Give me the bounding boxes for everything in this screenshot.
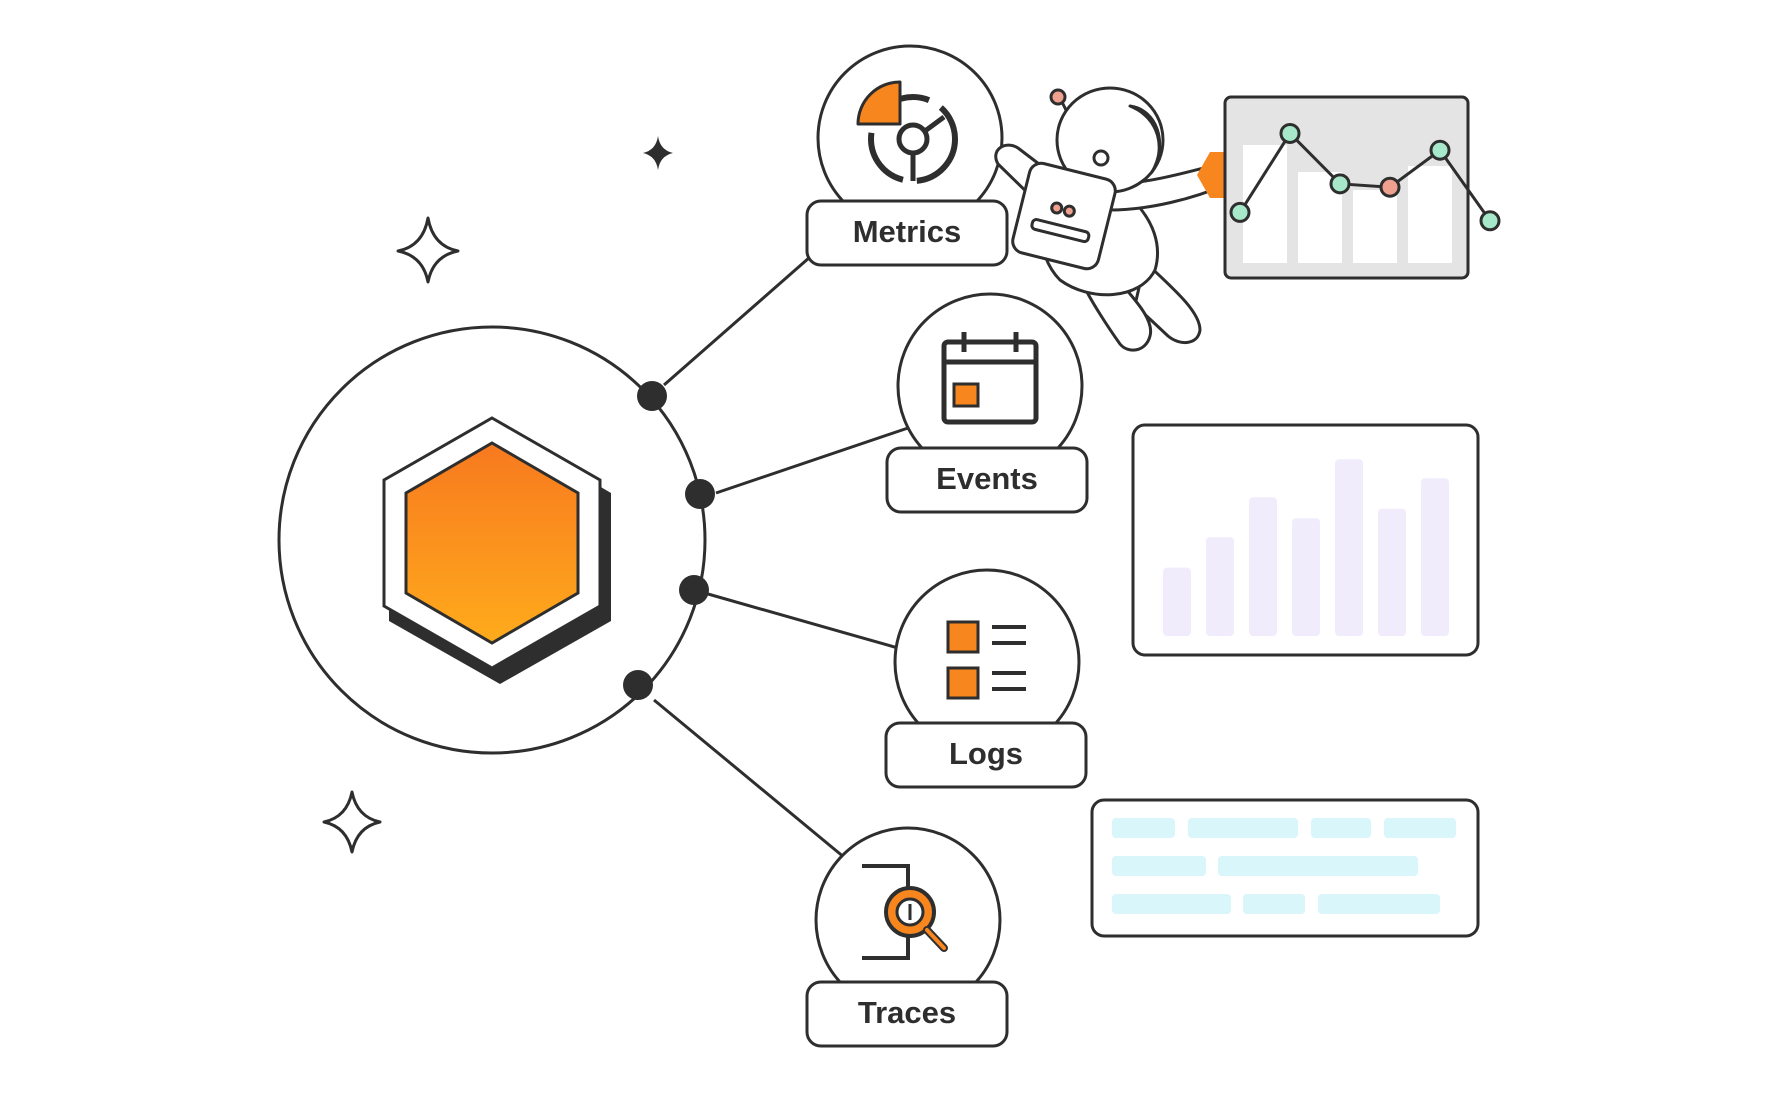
- gauge-chart-icon: [856, 80, 958, 184]
- bar-chart-bar: [1206, 537, 1234, 636]
- traces-pill: [805, 980, 1009, 1048]
- line-point: [1279, 122, 1301, 144]
- astronaut-leg: [1133, 260, 1202, 344]
- log-stripe: [1218, 856, 1418, 876]
- events-label: Events: [936, 461, 1038, 496]
- log-stripes: [1112, 818, 1456, 914]
- metrics-pill: [805, 199, 1009, 267]
- logs-pill: [884, 721, 1088, 789]
- log-stripe: [1318, 894, 1440, 914]
- chest-pack-details: [1030, 201, 1091, 244]
- bar-chart-bar: [1249, 497, 1277, 636]
- calendar-icon: [941, 332, 1039, 425]
- line-point: [1429, 139, 1451, 161]
- log-stripe: [1311, 818, 1371, 838]
- sparkle-icon: [643, 136, 673, 170]
- node-logs: Logs: [884, 568, 1088, 789]
- log-stripe: [1112, 818, 1175, 838]
- bar-chart-bar: [1163, 567, 1191, 636]
- astronaut-illustration: [994, 86, 1249, 352]
- node-traces: Traces: [805, 826, 1009, 1048]
- connector-lines: [653, 248, 909, 860]
- astronaut-chest-pack: [1011, 161, 1117, 271]
- connector-events: [715, 426, 909, 495]
- hexagon-icon: [404, 441, 580, 645]
- dot-events: [685, 479, 715, 509]
- hub: [277, 325, 707, 755]
- line-points: [1229, 122, 1501, 232]
- dot-metrics: [637, 381, 667, 411]
- antenna-tip: [1049, 88, 1067, 106]
- node-events: Events: [885, 292, 1089, 514]
- bar-chart-bars: [1163, 459, 1449, 636]
- connector-metrics: [663, 248, 819, 387]
- bar-chart-panel: [1131, 423, 1480, 657]
- metrics-label: Metrics: [853, 214, 962, 249]
- sparkle-icon: [322, 790, 382, 854]
- connector-dots: [623, 381, 715, 700]
- log-stripe: [1384, 818, 1456, 838]
- traces-label: Traces: [858, 995, 956, 1030]
- dot-traces: [623, 670, 653, 700]
- connector-traces: [653, 698, 846, 860]
- line-point: [1379, 176, 1401, 198]
- dot-logs: [679, 575, 709, 605]
- list-icon: [946, 620, 1026, 700]
- line-point: [1479, 210, 1501, 232]
- astronaut-eye: [1092, 149, 1110, 167]
- events-pill: [885, 446, 1089, 514]
- bar-chart-bar: [1292, 518, 1320, 636]
- logs-label: Logs: [949, 736, 1023, 771]
- log-stripe: [1243, 894, 1305, 914]
- magnifier-icon: [862, 864, 948, 960]
- connector-logs: [707, 592, 906, 652]
- log-panel: [1090, 798, 1480, 938]
- log-stripe: [1188, 818, 1298, 838]
- line-chart-panel: [1223, 95, 1501, 280]
- log-stripe: [1112, 856, 1206, 876]
- astronaut-visor: [1128, 104, 1162, 174]
- bar-chart-bar: [1378, 508, 1406, 636]
- line-point: [1329, 173, 1351, 195]
- line-point: [1229, 201, 1251, 223]
- sparkles: [322, 136, 673, 854]
- sparkle-icon: [396, 216, 460, 284]
- bar-chart-bar: [1335, 459, 1363, 636]
- log-stripe: [1112, 894, 1231, 914]
- bar-chart-bar: [1421, 478, 1449, 636]
- line-series: [1238, 131, 1492, 222]
- node-metrics: Metrics: [805, 44, 1009, 267]
